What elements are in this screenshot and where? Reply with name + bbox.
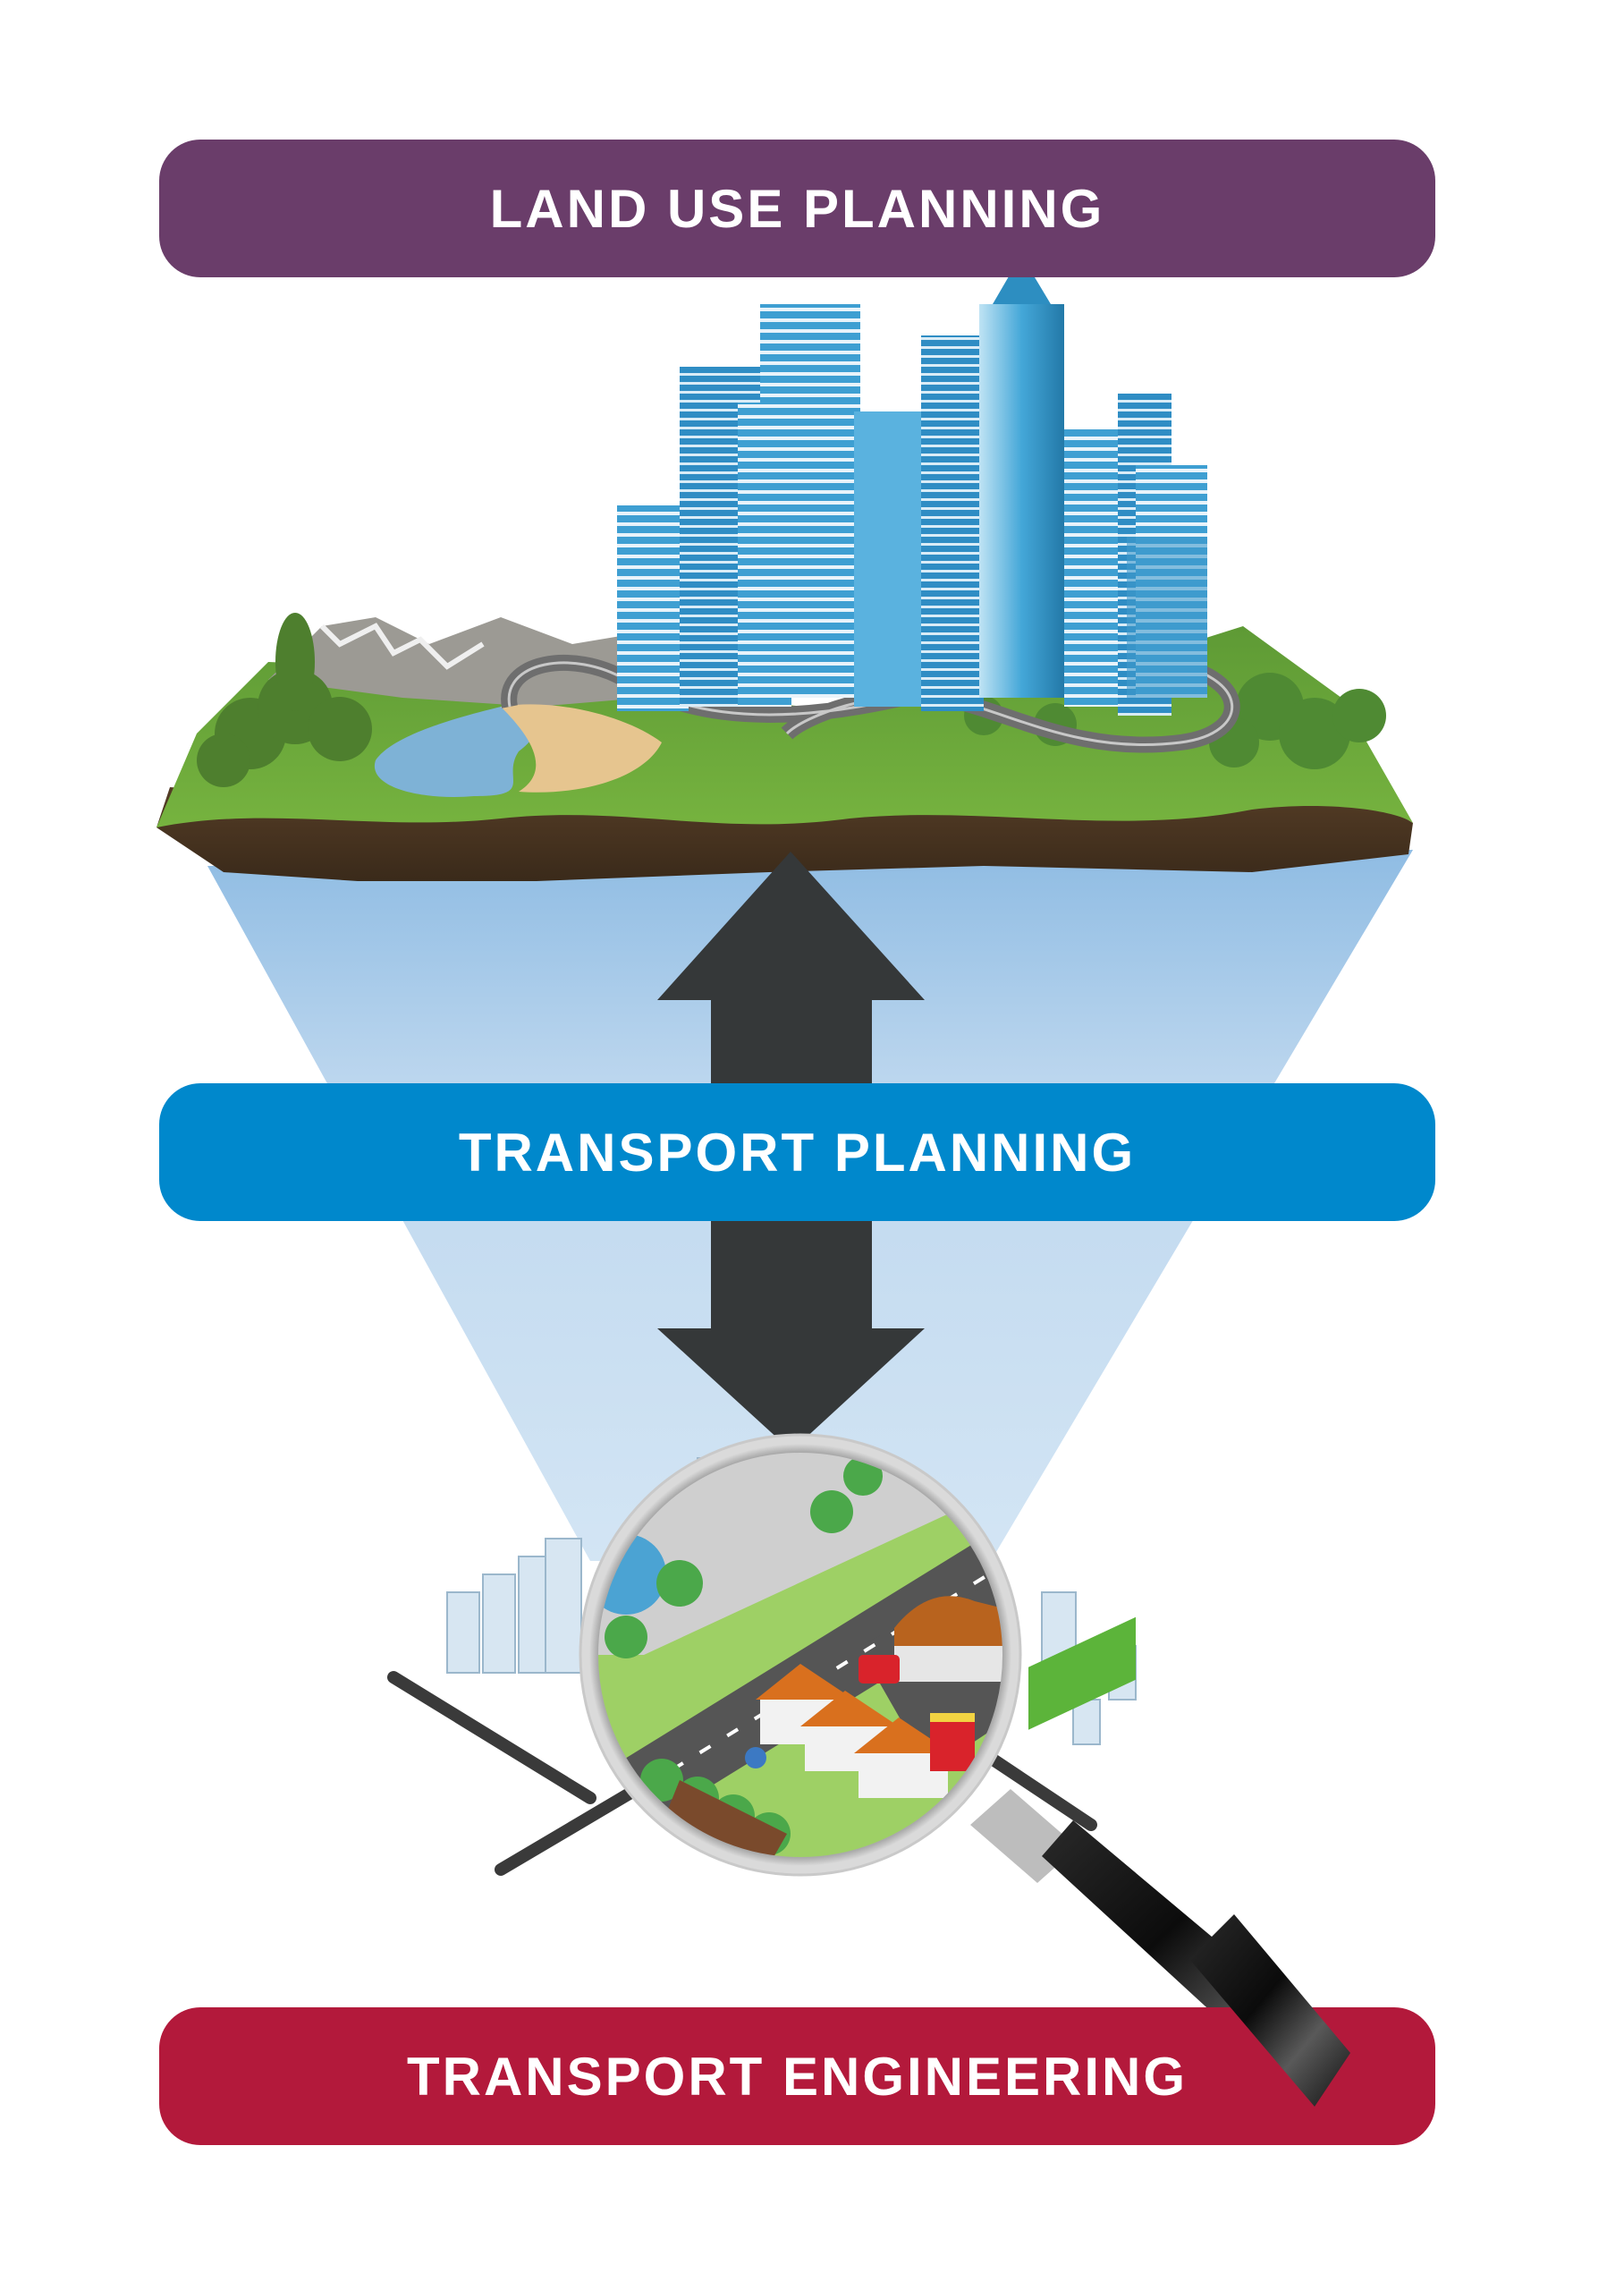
land-use-planning-label: LAND USE PLANNING (489, 178, 1105, 239)
arrow-up-icon (657, 852, 925, 1087)
transport-engineering-label: TRANSPORT ENGINEERING (406, 2046, 1188, 2107)
land-use-planning-label-box: LAND USE PLANNING (159, 140, 1435, 277)
transport-engineering-label-box: TRANSPORT ENGINEERING (159, 2007, 1435, 2145)
transport-engineering-illustration (387, 1433, 1350, 2107)
arrow-down-icon (657, 1217, 925, 1451)
transport-planning-label-box: TRANSPORT PLANNING (159, 1083, 1435, 1221)
transport-planning-label: TRANSPORT PLANNING (458, 1122, 1137, 1183)
land-use-illustration (156, 234, 1413, 881)
